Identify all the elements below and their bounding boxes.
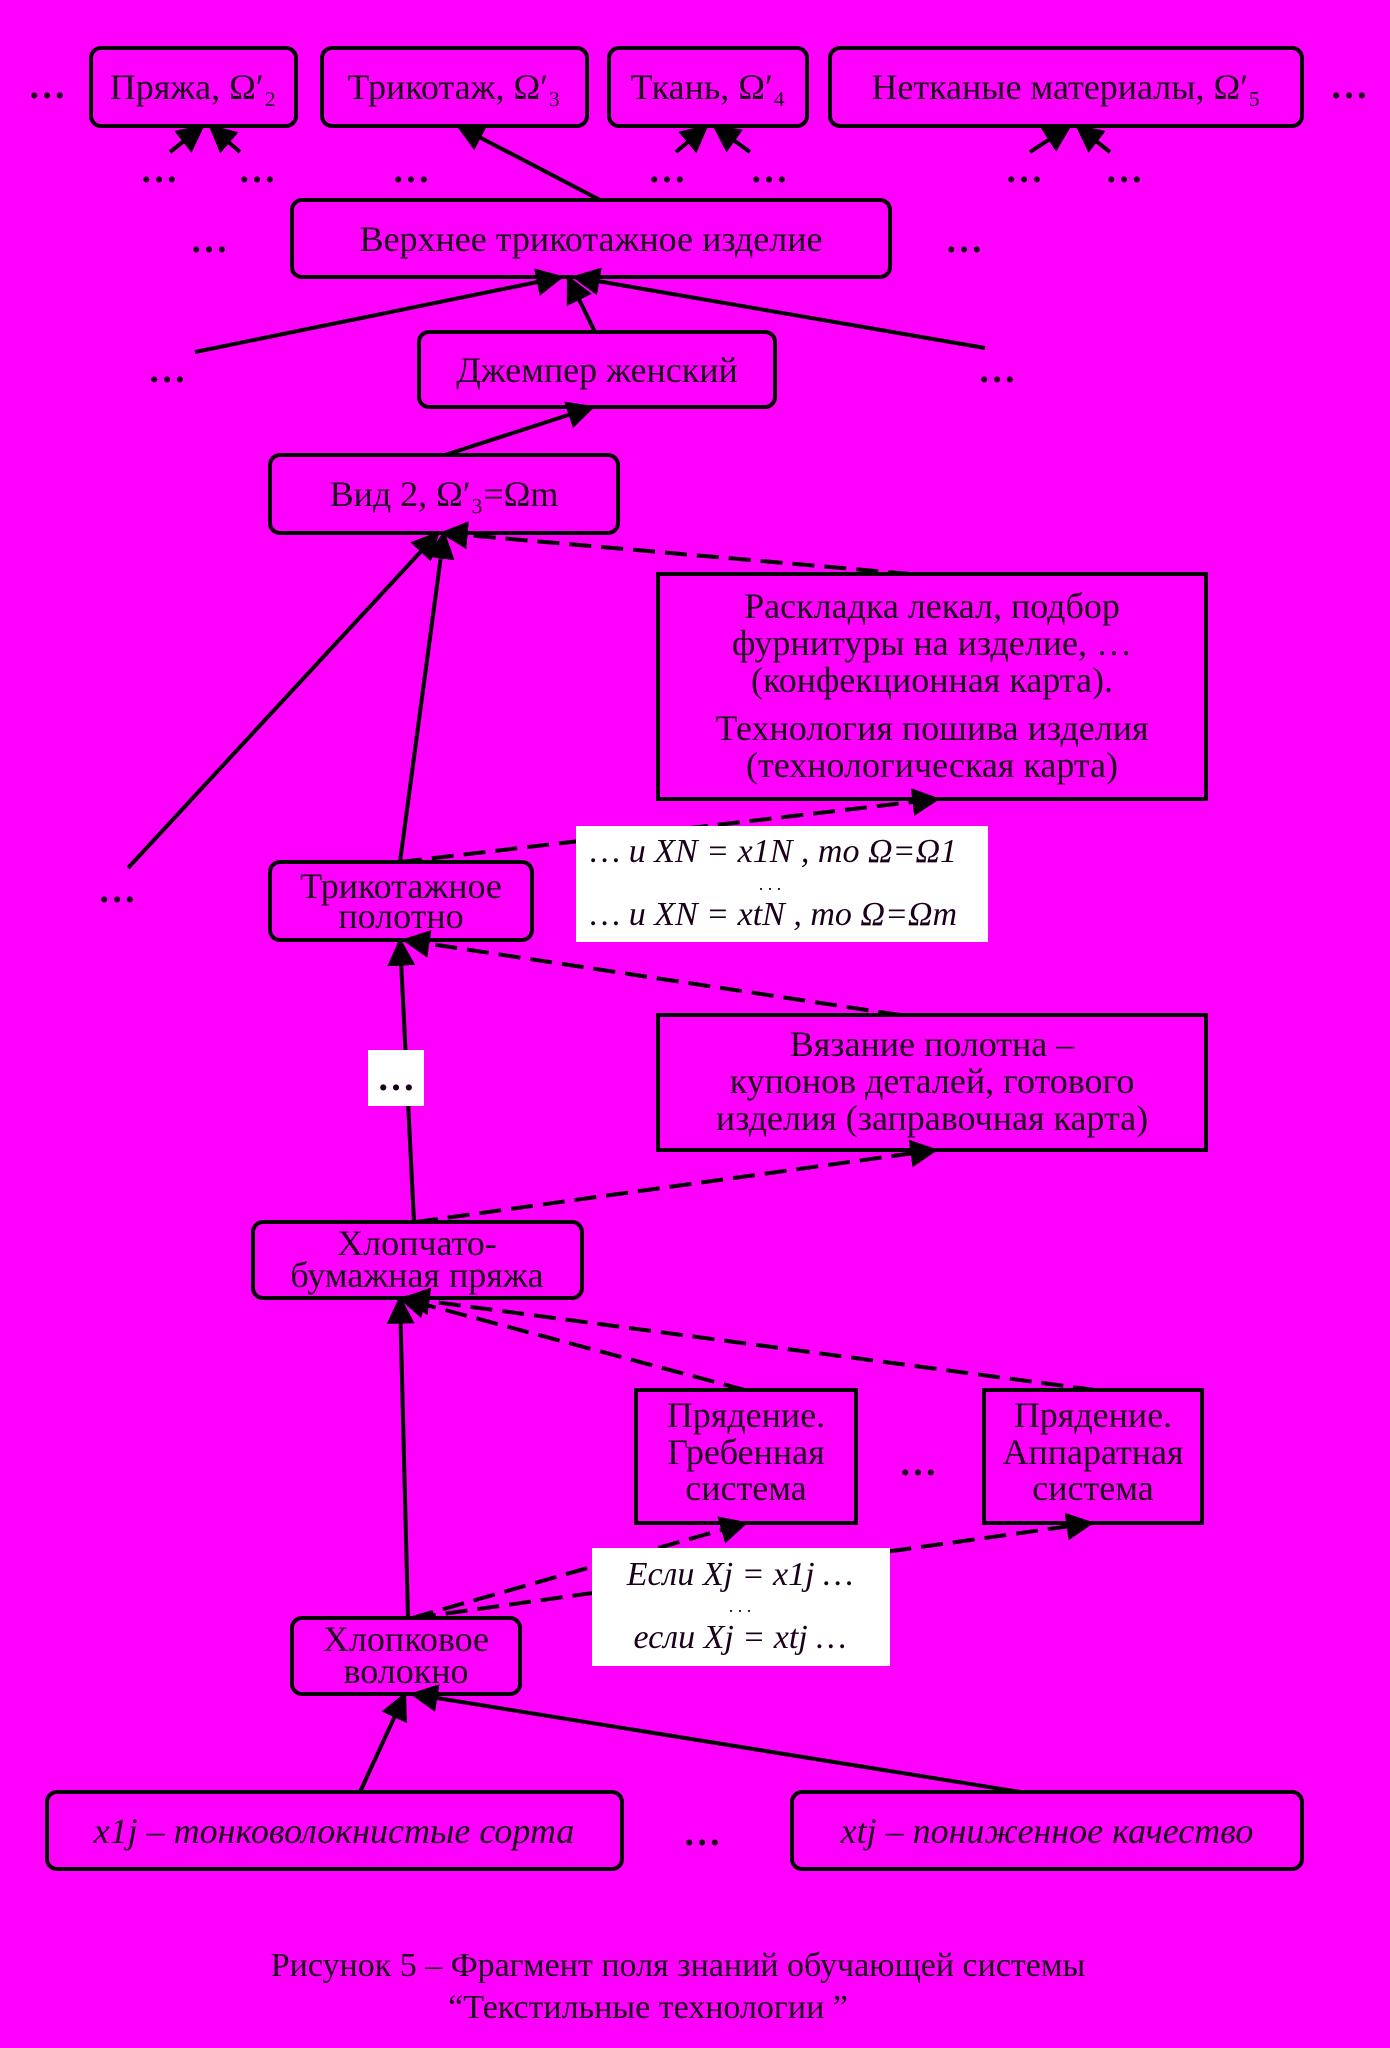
ellipsis-left-jumper: … — [148, 349, 186, 391]
arrow-fine-grade-to-fiber — [358, 1691, 408, 1793]
card-knitting-line-2: купонов деталей, готового — [730, 1061, 1135, 1101]
ellipsis-right-product: … — [945, 219, 983, 261]
card-layout-line-3: (конфекционная карта). — [751, 660, 1113, 700]
node-spinning-carded-line-3: система — [1032, 1468, 1153, 1508]
ellipsis-left-product: … — [190, 219, 228, 261]
rule-knit-line-1: … и XN = x1N , то Ω=Ω1 — [590, 833, 957, 870]
arrow-kind-to-jumper — [444, 401, 596, 457]
node-knit-fabric-line-1: Трикотажное — [300, 866, 502, 906]
node-jumper-label: Джемпер женский — [456, 350, 738, 390]
node-spinning-combed-line-3: система — [685, 1468, 806, 1508]
ellipsis-under-nonwoven-2: … — [1105, 149, 1143, 191]
card-layout-line-4: Технология пошива изделия — [715, 708, 1148, 748]
rule-fiber-dots: . . . — [729, 1596, 752, 1616]
node-spinning-combed-line-1: Прядение. — [667, 1395, 825, 1435]
node-cotton-yarn-line-2: бумажная пряжа — [290, 1255, 543, 1295]
arrow-jumper-to-product — [566, 274, 597, 333]
arrow-to-fabric-2 — [712, 124, 752, 154]
node-spinning-carded-line-1: Прядение. — [1014, 1395, 1172, 1435]
node-nonwoven-label: Нетканые материалы, Ω′₅ — [871, 67, 1260, 107]
node-kind-2-label: Вид 2, Ω′₃=Ωm — [330, 474, 559, 514]
node-fabric-label: Ткань, Ω′₄ — [631, 67, 786, 107]
card-layout-line-5: (технологическая карта) — [746, 745, 1118, 785]
dashed-layout-to-kind — [439, 521, 911, 576]
arrow-product-to-knitwear — [455, 124, 601, 202]
rule-fiber-line-2: если Xj = xtj … — [634, 1619, 847, 1656]
node-yarn-label: Пряжа, Ω′₂ — [110, 67, 277, 107]
ellipsis-left-knit-fabric: … — [98, 869, 136, 911]
rule-fiber-line-1: Если Xj = x1j … — [626, 1556, 854, 1593]
arrow-to-yarn-2 — [208, 124, 242, 154]
node-jumper — [417, 330, 777, 409]
node-cotton-yarn-line-1: Хлопчато- — [337, 1223, 497, 1263]
mid-ellipsis-box — [368, 1050, 424, 1106]
ellipsis-under-yarn-1: … — [140, 149, 178, 191]
arrow-left-to-kind — [126, 531, 440, 870]
node-knitwear-label: Трикотаж, Ω′₃ — [347, 67, 560, 107]
arrow-to-fabric-1 — [674, 124, 709, 154]
node-spinning-combed-line-2: Гребенная — [667, 1432, 824, 1472]
node-cotton-fiber-line-1: Хлопковое — [323, 1619, 489, 1659]
ellipsis-under-knitwear: … — [392, 149, 430, 191]
ellipsis-under-yarn-2: … — [238, 149, 276, 191]
card-knitting-line-1: Вязание полотна – — [790, 1024, 1076, 1064]
node-grade-low-label: xtj – пониженное качество — [840, 1811, 1254, 1851]
arrow-left-to-product — [194, 268, 565, 354]
dashed-fiber-to-combed — [411, 1516, 749, 1620]
ellipsis-under-fabric-1: … — [648, 149, 686, 191]
node-grade-low — [790, 1790, 1304, 1871]
rule-box-knit — [576, 826, 988, 942]
dashed-cotton-yarn-to-knitting — [415, 1139, 939, 1224]
ellipsis-right-jumper: … — [978, 349, 1016, 391]
card-layout-line-2: фурнитуры на изделие, … — [732, 623, 1132, 663]
dashed-combed-to-cotton-yarn — [397, 1291, 746, 1392]
ellipsis-between-grades: … — [683, 1812, 721, 1854]
mid-ellipsis: … — [377, 1057, 415, 1099]
arrow-knit-fabric-to-kind — [398, 530, 455, 863]
rule-box-fiber — [592, 1548, 890, 1666]
dashed-carded-to-cotton-yarn — [401, 1287, 1096, 1392]
arrow-to-nonwoven-2 — [1075, 124, 1112, 154]
node-outer-knit-product-label: Верхнее трикотажное изделие — [360, 219, 823, 259]
ellipsis-under-nonwoven-1: … — [1005, 149, 1043, 191]
arrow-right-to-product — [571, 267, 986, 350]
node-spinning-carded-line-2: Аппаратная — [1002, 1432, 1183, 1472]
figure-caption-line-1: Рисунок 5 – Фрагмент поля знаний обучающ… — [271, 1947, 1086, 1984]
node-knit-fabric-line-2: полотно — [338, 896, 463, 936]
dashed-fiber-to-carded — [413, 1512, 1095, 1620]
rule-knit-line-2: … и XN = xtN , то Ω=Ωm — [590, 896, 957, 933]
ellipsis-under-fabric-2: … — [750, 149, 788, 191]
arrow-low-grade-to-fiber — [409, 1684, 1021, 1794]
node-grade-fine — [45, 1790, 624, 1871]
ellipsis-between-spinning: … — [899, 1442, 937, 1484]
dashed-knitting-to-knit-fabric — [401, 929, 901, 1017]
arrow-fiber-to-cotton-yarn — [386, 1295, 415, 1619]
node-cotton-fiber-line-2: волокно — [344, 1651, 469, 1691]
card-layout-line-1: Раскладка лекал, подбор — [744, 586, 1120, 626]
card-knitting-line-3: изделия (заправочная карта) — [716, 1098, 1148, 1138]
top-left-ellipsis: … — [28, 65, 66, 107]
rule-knit-dots: . . . — [759, 874, 782, 894]
node-knitwear — [320, 46, 589, 128]
node-grade-fine-label: x1j – тонковолокнистые сорта — [93, 1811, 575, 1851]
figure-caption-line-2: “Текстильные технологии ” — [448, 1989, 848, 2026]
arrow-to-yarn-1 — [168, 124, 205, 154]
arrow-to-nonwoven-1 — [1028, 124, 1072, 154]
top-right-ellipsis: … — [1330, 65, 1368, 107]
